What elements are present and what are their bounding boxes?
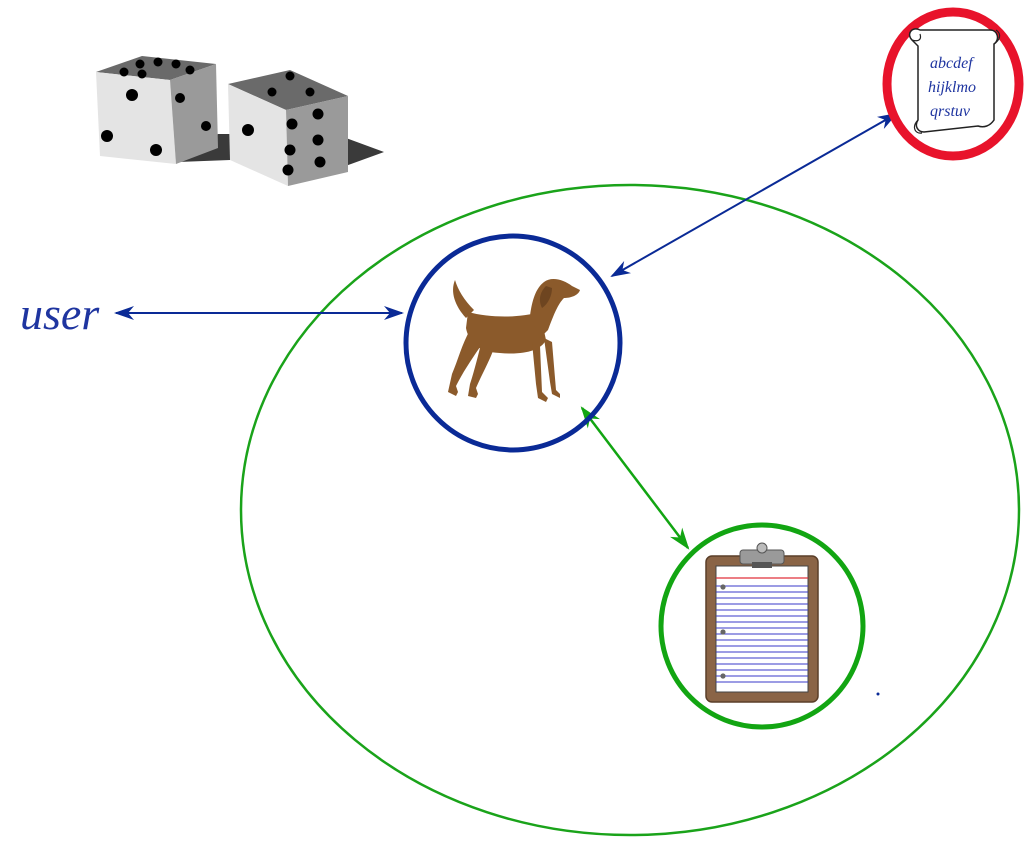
document-arrow (610, 113, 898, 277)
scroll-icon (908, 28, 1001, 134)
scroll-line-2: hijklmo (928, 79, 976, 96)
memory-circle (658, 522, 866, 730)
user-label: user (20, 288, 100, 339)
scroll-line-1: abcdef (930, 55, 975, 72)
stray-dot (876, 692, 880, 696)
memory-arrow (580, 406, 690, 550)
outer-environment-circle (239, 183, 1021, 837)
agent-circle (403, 233, 623, 453)
dice-icon (96, 56, 384, 186)
dog-icon (448, 279, 580, 402)
scroll-line-3: qrstuv (930, 103, 971, 120)
clipboard-icon (705, 542, 819, 703)
document-node: abcdef hijklmo qrstuv (882, 7, 1024, 161)
document-ring (882, 7, 1024, 161)
